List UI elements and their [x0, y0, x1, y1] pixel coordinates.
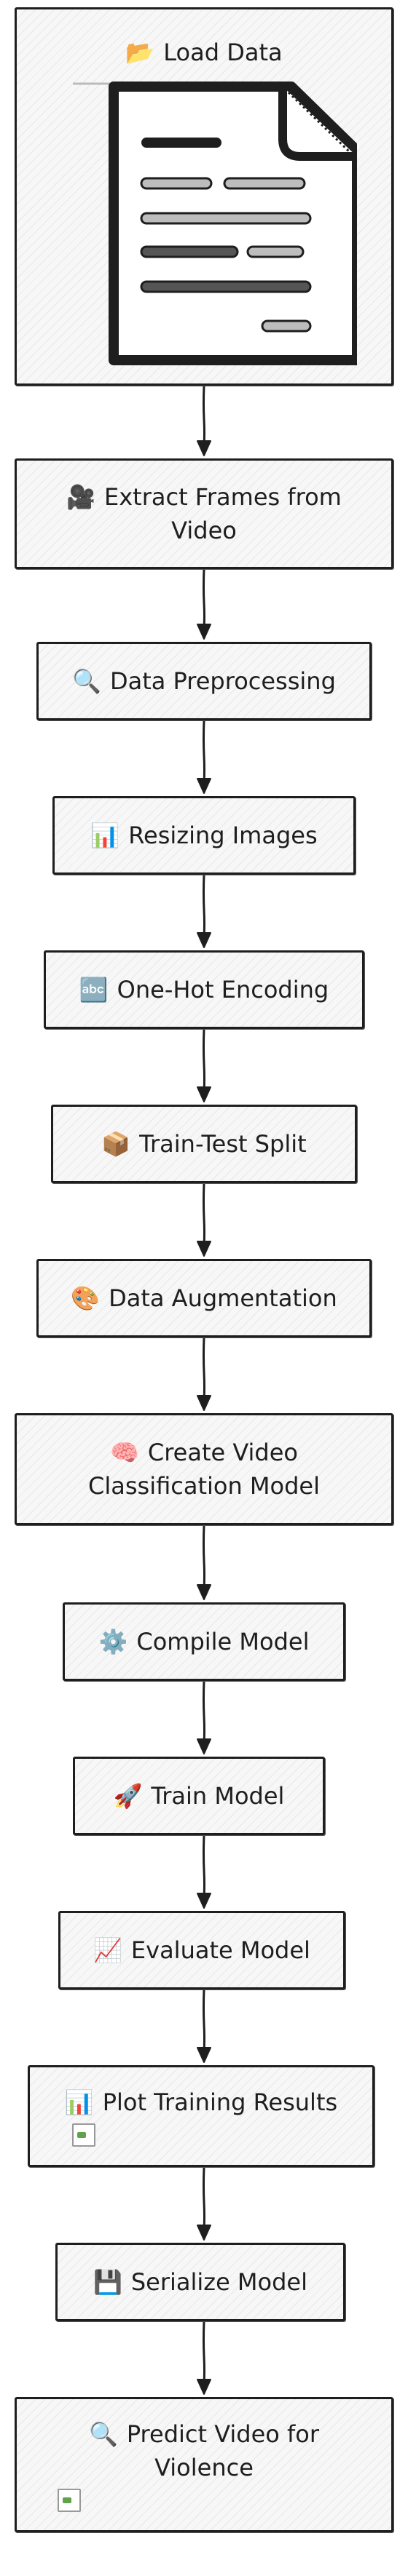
folder-icon: 📂 — [125, 39, 155, 66]
rocket-icon: 🚀 — [113, 1782, 143, 1810]
node-train-model[interactable]: 🚀Train Model — [73, 1757, 325, 1835]
bar-chart-icon: 📊 — [64, 2088, 94, 2116]
gear-icon: ⚙️ — [98, 1628, 128, 1655]
edge-arrow-serialize-predict — [197, 2321, 211, 2395]
bar-chart-icon: 📊 — [90, 822, 120, 849]
edge-arrow-resize-onehot — [197, 874, 211, 948]
brain-icon: 🧠 — [110, 1439, 139, 1466]
edge-arrow-augment-create — [197, 1337, 211, 1411]
node-label: 🔤One-Hot Encoding — [79, 976, 329, 1003]
floppy-disk-icon: 💾 — [93, 2268, 122, 2296]
node-compile-model[interactable]: ⚙️Compile Model — [63, 1602, 345, 1681]
edge-arrow-evaluate-plot — [197, 1989, 211, 2063]
edge-arrow-create-compile — [197, 1524, 211, 1600]
palette-icon: 🎨 — [71, 1284, 101, 1312]
node-label: 📂Load Data — [125, 39, 283, 66]
node-label: 📈Evaluate Model — [93, 1936, 310, 1964]
node-extract-frames[interactable]: 🎥Extract Frames from Video — [15, 458, 393, 569]
edge-arrow-plot-serialize — [197, 2166, 211, 2241]
node-evaluate-model[interactable]: 📈Evaluate Model — [58, 1911, 345, 1989]
line-chart-icon: 📈 — [93, 1936, 122, 1964]
node-data-preprocessing[interactable]: 🔍Data Preprocessing — [36, 642, 372, 720]
node-label: ⚙️Compile Model — [98, 1628, 310, 1655]
node-one-hot-encoding[interactable]: 🔤One-Hot Encoding — [44, 950, 364, 1029]
node-data-augmentation[interactable]: 🎨Data Augmentation — [36, 1259, 372, 1337]
node-label: 🔍Data Preprocessing — [72, 667, 336, 695]
edge-arrow-onehot-split — [197, 1028, 211, 1102]
node-create-model[interactable]: 🧠Create Video Classification Model — [15, 1413, 393, 1525]
edge-arrow-load-extract — [197, 385, 211, 456]
abc-icon: 🔤 — [79, 976, 109, 1003]
magnifier-icon: 🔍 — [72, 667, 101, 695]
broken-image-icon — [72, 2123, 95, 2147]
node-label: 💾Serialize Model — [93, 2268, 307, 2296]
edge-arrow-compile-train — [197, 1680, 211, 1754]
edge-arrow-split-augment — [197, 1182, 211, 1257]
node-train-test-split[interactable]: 📦Train-Test Split — [51, 1105, 357, 1183]
broken-image-icon — [58, 2489, 81, 2512]
node-label: 📊Plot Training Results — [64, 2088, 338, 2116]
node-resizing-images[interactable]: 📊Resizing Images — [52, 796, 356, 875]
node-plot-training-results[interactable]: 📊Plot Training Results — [28, 2065, 374, 2167]
node-load-data[interactable]: 📂Load Data — [15, 7, 393, 386]
edge-arrow-train-evaluate — [197, 1834, 211, 1909]
node-label: 🎨Data Augmentation — [71, 1284, 337, 1312]
node-label: 🚀Train Model — [113, 1782, 285, 1810]
edge-arrow-extract-preprocess — [197, 568, 211, 640]
edge-arrow-preprocess-resize — [197, 720, 211, 794]
document-illustration — [73, 82, 357, 365]
node-label: 🎥Extract Frames from Video — [66, 483, 342, 544]
node-label: 🔍Predict Video for Violence — [88, 2420, 320, 2481]
magnifier-icon: 🔍 — [88, 2420, 118, 2448]
node-predict-video[interactable]: 🔍Predict Video for Violence — [15, 2397, 393, 2532]
package-icon: 📦 — [101, 1130, 131, 1158]
node-label: 🧠Create Video Classification Model — [88, 1439, 320, 1500]
node-serialize-model[interactable]: 💾Serialize Model — [55, 2243, 345, 2321]
node-label: 📦Train-Test Split — [101, 1130, 307, 1158]
video-camera-icon: 🎥 — [66, 483, 96, 511]
node-label: 📊Resizing Images — [90, 822, 318, 849]
